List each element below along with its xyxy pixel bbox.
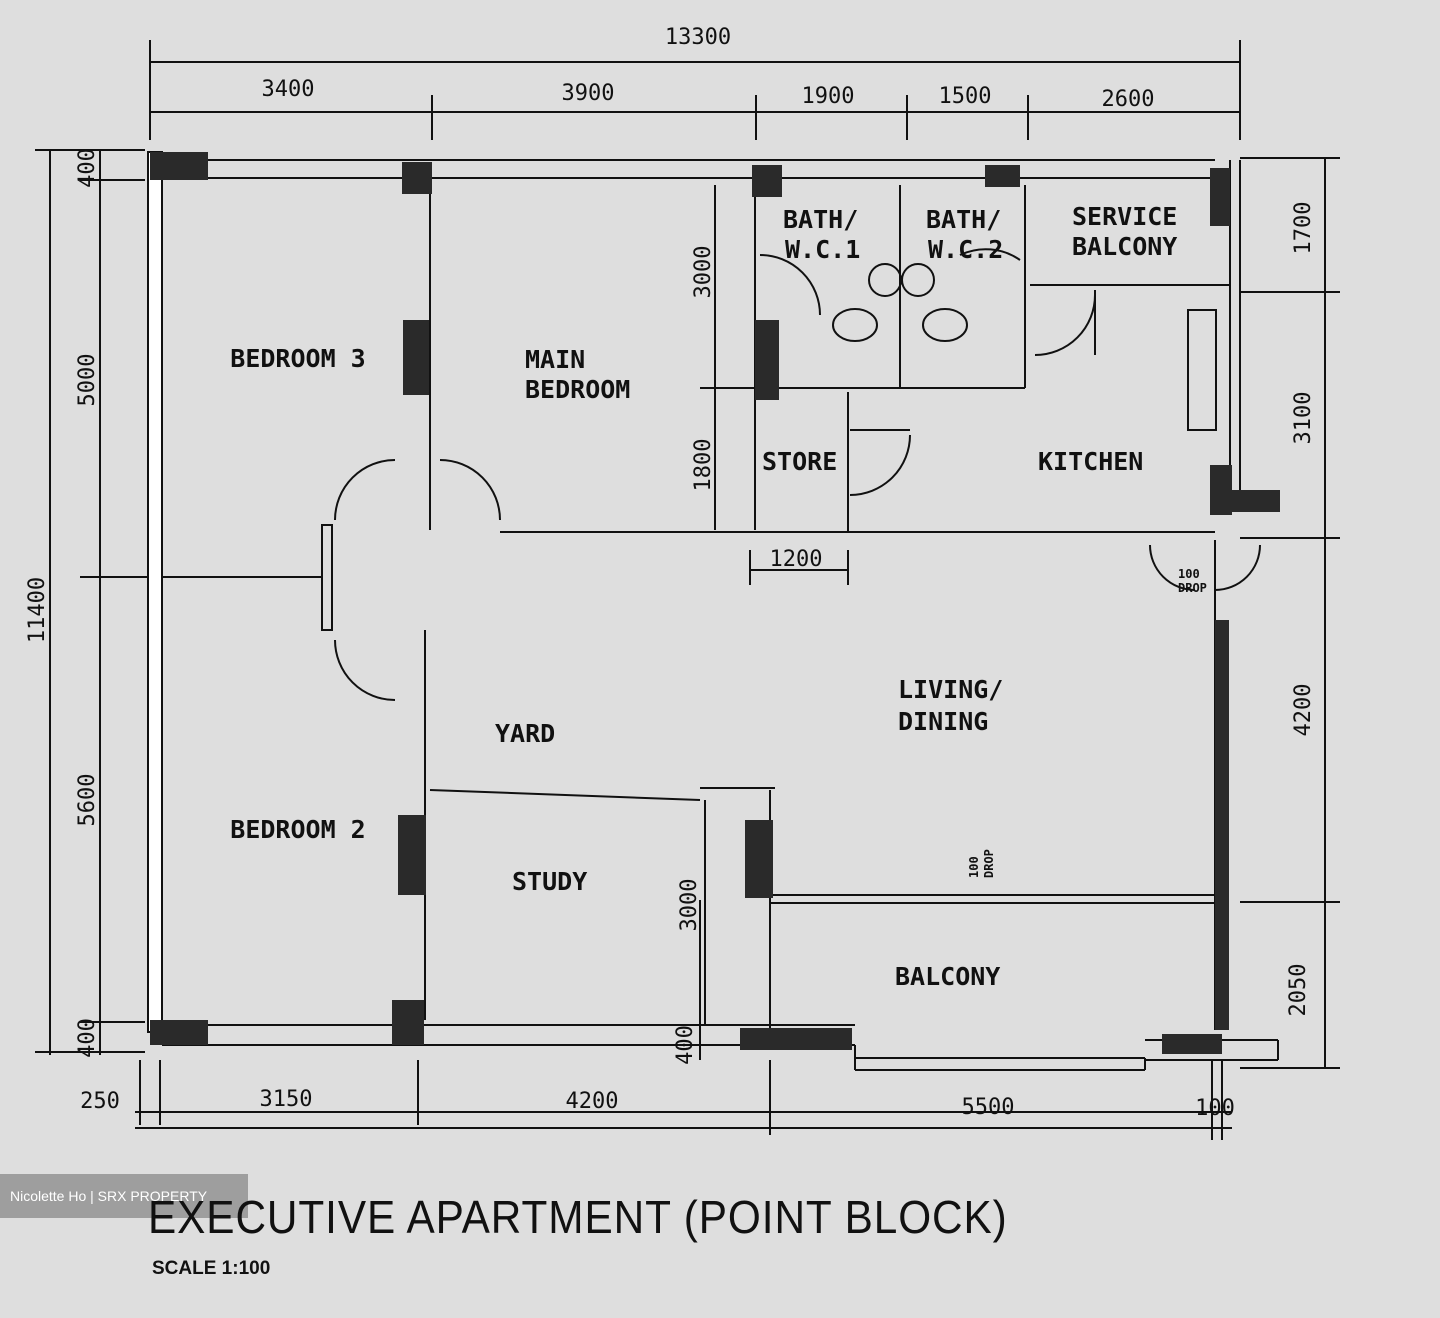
plan-title: EXECUTIVE APARTMENT (POINT BLOCK) xyxy=(148,1191,1008,1243)
column xyxy=(752,165,782,197)
dim-top-4: 1500 xyxy=(939,84,992,109)
dim-right-2: 3100 xyxy=(1291,392,1316,445)
watermark: Nicolette Ho | SRX PROPERTY xyxy=(0,1174,248,1218)
dim-left-total: 11400 xyxy=(25,577,50,643)
dim-bottom-0: 250 xyxy=(80,1089,120,1114)
dim-study-gap: 400 xyxy=(673,1025,698,1065)
dim-bottom-2: 4200 xyxy=(566,1089,619,1114)
dim-bottom-4: 100 xyxy=(1195,1096,1235,1121)
room-label-kitchen: KITCHEN xyxy=(1038,447,1143,476)
room-label-service-balcony: SERVICE xyxy=(1072,202,1177,231)
dim-left-top: 400 xyxy=(75,148,100,188)
kitchen-counter xyxy=(1187,309,1217,431)
door-swing-entrance xyxy=(1149,544,1196,591)
column xyxy=(745,820,773,898)
drop-label-balcony-2: DROP xyxy=(982,849,996,878)
drop-label-balcony: 100 xyxy=(967,856,981,878)
door-swing-bed2 xyxy=(334,639,396,701)
basin-bath1 xyxy=(868,263,902,297)
basin-bath2 xyxy=(901,263,935,297)
room-label-bath1: BATH/ xyxy=(783,205,858,234)
dim-bottom-3: 5500 xyxy=(962,1095,1015,1120)
column xyxy=(740,1028,852,1050)
column xyxy=(1210,168,1230,226)
column xyxy=(1210,490,1280,512)
dim-bottom-1: 3150 xyxy=(260,1087,313,1112)
room-label-bedroom2: BEDROOM 2 xyxy=(230,815,365,844)
room-label-bath2-2: W.C.2 xyxy=(928,235,1003,264)
room-label-bath1-2: W.C.1 xyxy=(785,235,860,264)
drop-label-entrance-2: DROP xyxy=(1178,581,1207,595)
door-swing-kitchen xyxy=(1034,294,1096,356)
room-label-living-2: DINING xyxy=(898,707,988,736)
door-swing-entrance-2 xyxy=(1214,544,1261,591)
plan-scale: SCALE 1:100 xyxy=(152,1258,271,1279)
dim-left-lower: 5600 xyxy=(75,774,100,827)
dim-store-height: 1800 xyxy=(691,439,716,492)
wall-study-top xyxy=(429,789,701,801)
column xyxy=(150,152,208,180)
dim-store-width: 1200 xyxy=(770,547,823,572)
room-label-living: LIVING/ xyxy=(898,675,1003,704)
dim-right-1: 1700 xyxy=(1291,202,1316,255)
column xyxy=(398,815,426,895)
column xyxy=(1162,1034,1222,1054)
column xyxy=(150,1020,208,1045)
structural-columns xyxy=(150,152,1280,1054)
dim-top-3: 1900 xyxy=(802,84,855,109)
outer-wall-left xyxy=(147,151,163,1033)
dim-right-4: 2050 xyxy=(1286,964,1311,1017)
room-label-main-bedroom: MAIN xyxy=(525,345,585,374)
room-label-service-balcony-2: BALCONY xyxy=(1072,232,1177,261)
room-label-balcony: BALCONY xyxy=(895,962,1000,991)
room-label-study: STUDY xyxy=(512,867,587,896)
door-leaf xyxy=(321,524,333,631)
column xyxy=(403,320,429,395)
column xyxy=(1215,620,1229,1030)
room-label-bath2: BATH/ xyxy=(926,205,1001,234)
drop-label-entrance: 100 xyxy=(1178,567,1200,581)
door-swing-store xyxy=(849,434,911,496)
door-swing-bath1 xyxy=(759,254,821,316)
room-label-store: STORE xyxy=(762,447,837,476)
dim-left-bottom: 400 xyxy=(75,1018,100,1058)
dim-main-bed: 3000 xyxy=(691,246,716,299)
dim-right-3: 4200 xyxy=(1291,684,1316,737)
column xyxy=(755,320,779,400)
door-swing-bed3 xyxy=(334,459,396,521)
room-label-hall: YARD xyxy=(495,719,555,748)
door-swing-main xyxy=(439,459,501,521)
room-label-bedroom3: BEDROOM 3 xyxy=(230,344,365,373)
toilet-bath1 xyxy=(832,308,878,342)
dim-top-total: 13300 xyxy=(665,25,731,50)
dim-top-2: 3900 xyxy=(562,81,615,106)
dim-left-upper: 5000 xyxy=(75,354,100,407)
dim-top-5: 2600 xyxy=(1102,87,1155,112)
door-swing-bath2 xyxy=(959,248,1021,261)
dim-top-1: 3400 xyxy=(262,77,315,102)
column xyxy=(985,165,1020,187)
toilet-bath2 xyxy=(922,308,968,342)
column xyxy=(402,162,432,194)
room-label-main-bedroom-2: BEDROOM xyxy=(525,375,630,404)
column xyxy=(392,1000,424,1045)
dim-study-height: 3000 xyxy=(677,879,702,932)
